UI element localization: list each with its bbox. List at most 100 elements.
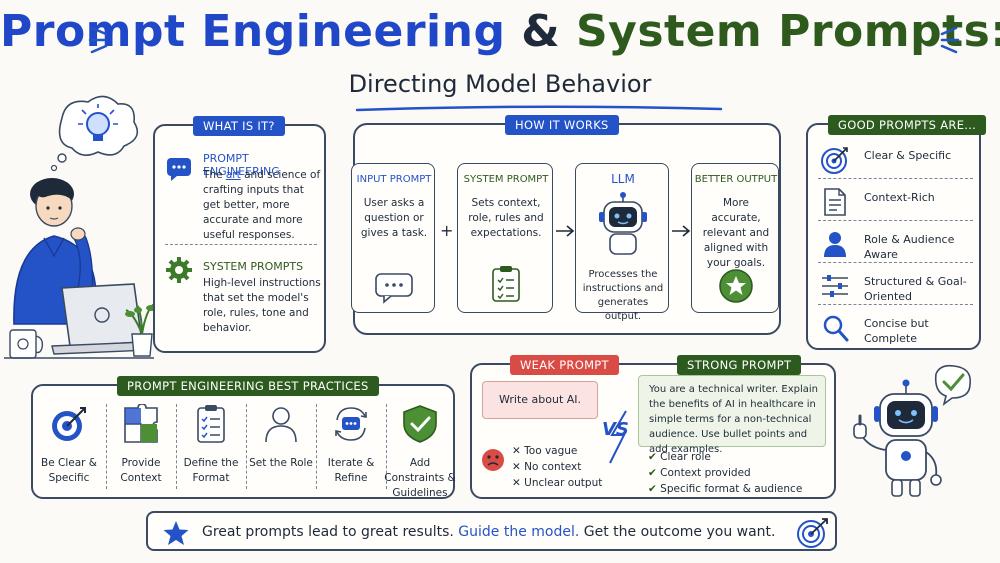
chat-bubble-icon (375, 273, 413, 304)
robot-icon (599, 192, 647, 255)
weak-issue-text: Unclear output (524, 477, 603, 489)
strong-point-text: Clear role (660, 451, 711, 463)
strong-points-list: ✔ Clear role ✔ Context provided ✔ Specif… (648, 449, 802, 497)
magnifier-icon (823, 315, 849, 342)
target-icon (821, 147, 848, 174)
strong-point-text: Specific format & audience (660, 483, 803, 495)
better-output-body: More accurate, relevant and aligned with… (702, 197, 770, 269)
weak-prompt-box: Write about AI. (482, 381, 598, 419)
system-prompts-heading: SYSTEM PROMPTS (203, 260, 304, 273)
pe-desc-body: and science of crafting inputs that get … (203, 169, 321, 241)
llm-body: Processes the instructions and generates… (582, 269, 664, 322)
shield-check-icon (403, 405, 437, 443)
best-item-context: Provide Context (107, 404, 175, 486)
best-item-label: Add Constraints & Guidelines (384, 457, 456, 499)
strong-point-text: Context provided (660, 467, 751, 479)
good-prompts-panel: GOOD PROMPTS ARE... Clear & Specific Con… (806, 115, 987, 350)
star-icon (163, 521, 189, 545)
subtitle-underline (355, 105, 723, 112)
best-divider (246, 404, 247, 489)
best-item-iterate: Iterate & Refine (317, 404, 385, 486)
person-icon (265, 407, 297, 443)
best-practices-panel: PROMPT ENGINEERING BEST PRACTICES Be Cle… (31, 376, 457, 501)
page-title: Prompt Engineering & System Prompts: (0, 6, 1000, 57)
best-divider (106, 404, 107, 489)
strong-point: ✔ Clear role (648, 451, 711, 463)
weak-prompt-pill: WEAK PROMPT (510, 355, 619, 375)
sliders-icon (822, 275, 848, 297)
title-amp: & (505, 6, 576, 57)
weak-issue: ✕ No context (512, 461, 582, 473)
strong-prompt-box: You are a technical writer. Explain the … (638, 375, 826, 455)
person-icon (824, 232, 846, 257)
pe-desc-pre: The (203, 169, 226, 181)
llm-title: LLM (611, 172, 635, 186)
strong-point: ✔ Context provided (648, 467, 751, 479)
good-prompts-pill: GOOD PROMPTS ARE... (828, 115, 987, 135)
puzzle-icon (124, 404, 158, 443)
good-item-label: Context-Rich (864, 191, 935, 204)
banner-text-part-1: Great prompts lead to great results. (202, 524, 459, 540)
best-item-clear: Be Clear & Specific (35, 404, 103, 486)
what-divider (165, 244, 317, 245)
good-item-label: Structured & Goal-Oriented (864, 275, 967, 303)
prompt-engineering-description: The art and science of crafting inputs t… (203, 168, 323, 243)
person-with-laptop-illustration (4, 95, 154, 359)
input-prompt-title: INPUT PROMPT (356, 174, 432, 185)
good-item-structured: Structured & Goal-Oriented (818, 265, 973, 305)
best-divider (316, 404, 317, 489)
system-prompt-body: Sets context, role, rules and expectatio… (468, 197, 544, 239)
good-item-concise: Concise but Complete (818, 307, 973, 347)
better-output-step: BETTER OUTPUT More accurate, relevant an… (691, 163, 779, 313)
target-icon (52, 407, 86, 441)
strong-prompt-text: You are a technical writer. Explain the … (649, 384, 818, 455)
weak-issue: ✕ Unclear output (512, 477, 603, 489)
target-icon (797, 518, 828, 548)
pe-desc-art: art (225, 169, 241, 181)
best-item-label: Be Clear & Specific (41, 457, 97, 484)
best-divider (176, 404, 177, 489)
how-it-works-panel: HOW IT WORKS INPUT PROMPT User asks a qu… (351, 115, 781, 335)
input-prompt-step: INPUT PROMPT User asks a question or giv… (351, 163, 435, 313)
prompt-engineering-heading: PROMPT ENGINEERING (203, 152, 280, 178)
title-part-2: System Prompts: (575, 6, 1000, 57)
refresh-chat-icon (335, 407, 367, 441)
arrow-right-icon (556, 225, 575, 237)
good-item-label: Role & Audience Aware (864, 233, 955, 261)
better-output-title: BETTER OUTPUT (694, 174, 778, 185)
good-item-clear: Clear & Specific (818, 139, 973, 179)
best-item-format: Define the Format (177, 404, 245, 486)
page-subtitle: Directing Model Behavior (348, 70, 652, 98)
system-prompts-description: High-level instructions that set the mod… (203, 277, 321, 334)
weak-issue: ✕ Too vague (512, 445, 578, 457)
chat-bubble-icon (167, 158, 191, 181)
weak-issue-text: No context (524, 461, 582, 473)
input-prompt-body: User asks a question or gives a task. (360, 197, 428, 239)
weak-issue-text: Too vague (524, 445, 578, 457)
robot-thumbs-up-illustration (853, 364, 971, 497)
what-is-it-pill: WHAT IS IT? (193, 116, 285, 136)
best-item-role: Set the Role (247, 404, 315, 471)
bottom-banner: Great prompts lead to great results. Gui… (146, 511, 837, 551)
weak-vs-strong-panel: WEAK PROMPT STRONG PROMPT Write about AI… (470, 355, 836, 499)
clipboard-icon (492, 266, 520, 302)
star-badge-icon (719, 269, 753, 303)
lightning-divider-icon (609, 410, 627, 464)
what-is-it-panel: WHAT IS IT? PROMPT ENGINEERING The art a… (153, 116, 326, 353)
best-item-label: Provide Context (120, 457, 162, 484)
weak-issues-list: ✕ Too vague ✕ No context ✕ Unclear outpu… (512, 443, 602, 491)
best-item-label: Define the Format (183, 457, 239, 484)
gear-icon (166, 257, 192, 283)
best-item-label: Set the Role (249, 457, 313, 469)
strong-prompt-pill: STRONG PROMPT (677, 355, 802, 375)
good-item-label: Concise but Complete (864, 317, 929, 345)
good-item-role: Role & Audience Aware (818, 223, 973, 263)
sparkle-right-icon (940, 26, 960, 54)
banner-text-part-2: Guide the model. (458, 524, 580, 540)
sad-face-icon (482, 449, 504, 471)
best-item-constraints: Add Constraints & Guidelines (383, 404, 457, 501)
sparkle-left-icon (88, 26, 108, 54)
system-prompt-title: SYSTEM PROMPT (463, 174, 549, 185)
vs-label: VS (602, 419, 629, 440)
llm-step: LLM Processes the instructions and gener… (575, 163, 669, 322)
